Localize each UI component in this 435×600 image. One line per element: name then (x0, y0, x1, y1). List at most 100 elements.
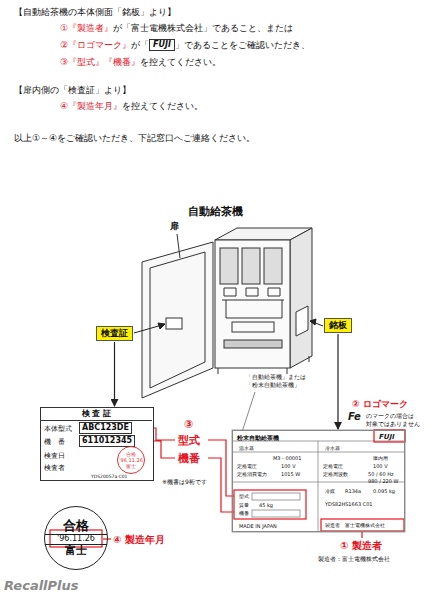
text-line: ①『製造者』が「富士電機株式会社」であること、または (60, 22, 293, 35)
callout-box: 銘板 (324, 318, 352, 333)
text-line: 対象ではありません (366, 420, 420, 429)
field (252, 510, 300, 517)
node-text: 検 査 証 (41, 408, 152, 421)
pass-stamp: 合格'96.11.26富士 (117, 446, 145, 474)
diagram-title: 自動給茶機 (188, 204, 243, 219)
label-text: ④ 製造年月 (113, 534, 165, 545)
node-text: 検査証 (101, 328, 128, 339)
node-text: 定格電圧 (323, 463, 343, 469)
node-text: 50 / 60 Hz (368, 471, 394, 477)
label-text: が「 (131, 40, 149, 50)
node-text: R134a (345, 488, 361, 494)
cup-stage (232, 322, 274, 332)
node-text: 機 番 (44, 437, 65, 447)
label-text: ④『製造年月』 (60, 101, 122, 111)
text-line: ① 製造者 (340, 539, 382, 553)
node-text: 型式 (239, 493, 249, 499)
note-leader (242, 392, 255, 432)
highlight-frame (374, 430, 405, 442)
door (142, 242, 213, 398)
leader-line (208, 440, 234, 512)
node-text: YDS20057a C01 (91, 474, 127, 479)
node-text: 粉末自動給茶機 (237, 434, 279, 443)
node-text: 定格電圧 (237, 463, 257, 469)
highlight-frame (321, 519, 404, 531)
canister (242, 248, 260, 284)
node-text: 611012345 (82, 436, 132, 446)
text-line: 【自動給茶機の本体側面「銘板」より】 (14, 6, 176, 19)
canister (220, 248, 238, 284)
legs (218, 356, 309, 374)
arrowhead (310, 319, 316, 325)
node-text: 製造者 (325, 522, 340, 528)
text-line: 型式 (178, 433, 200, 448)
node-text: 銘板 (329, 320, 347, 331)
node-text: 合格 (126, 451, 136, 457)
label-text: 【自動給茶機の本体側面「銘板」より】 (14, 7, 176, 17)
node-text: 980 / 220 W (368, 478, 398, 484)
node-text: 定格周波数 (323, 471, 348, 477)
door-inner-panel (150, 252, 205, 388)
text-line: ④ 製造年月 (113, 533, 165, 547)
logo-mark: FUJI (149, 39, 175, 51)
node-text: 冷媒 (325, 488, 335, 494)
text-line: ② ロゴマーク (352, 398, 408, 411)
node-text: '96.11.26 (119, 457, 143, 463)
leader-line (361, 532, 362, 538)
label-text: 「自動給茶機」または (246, 373, 306, 380)
text-line: Fe (348, 411, 361, 422)
canister (264, 248, 282, 284)
label-text: 」であることをご確認いただき、 (175, 40, 310, 50)
node-text: MADE IN JAPAN (239, 523, 277, 529)
highlight-frame (234, 490, 306, 519)
node-text: 質量 (239, 502, 249, 508)
node-text: 100 V (281, 463, 296, 469)
leader-line (103, 538, 111, 539)
node-text: 検査日 (44, 451, 65, 461)
door-leader (177, 234, 180, 258)
label-text: ① 製造者 (340, 540, 382, 551)
mixing-bowls (224, 288, 280, 296)
label-text: を控えてください。 (140, 57, 221, 67)
leader-line (153, 428, 175, 458)
text-line: ④『製造年月』を控えてください。 (60, 100, 203, 113)
node-text: 富士 (126, 463, 136, 469)
label-text: 「粉末自動給茶機」 (246, 381, 300, 388)
label-text: 以上①～④をご確認いただき、下記窓口へご連絡ください。 (14, 133, 255, 143)
text-line: ※機番は9桁です (162, 478, 207, 487)
connector-arrow (114, 342, 115, 406)
connector-arrow (337, 334, 338, 429)
label-text: 機番 (178, 452, 200, 465)
node-text: YDS82HS1663 C01 (325, 501, 373, 507)
nameplate-ground (232, 430, 405, 532)
dispense-unit (222, 300, 284, 318)
label-text: 型式 (178, 434, 200, 447)
nameplate-grid (232, 441, 405, 532)
nameplate-on-side (296, 306, 308, 336)
node-text: 冷水器 (325, 445, 340, 451)
node-text: 0.095 kg (373, 488, 395, 494)
callout-arrow (134, 325, 162, 333)
node-text: 合格 (63, 519, 89, 533)
text-line: 機番 (178, 451, 200, 466)
label-text: ②『ロゴマーク』 (60, 40, 131, 50)
label-text: ①『製造者』 (60, 23, 113, 33)
text-line: ③『型式』『機番』を控えてください。 (60, 56, 221, 69)
node-text: 100 V (373, 463, 388, 469)
text-line: ③ (184, 418, 193, 431)
text-line: RecallPlus (4, 578, 79, 593)
cabinet-side (290, 228, 312, 368)
label-text: 扉 (170, 221, 179, 231)
text-line: 製造者：富士電機株式会社 (318, 555, 390, 564)
node-text: FUJI (379, 433, 395, 441)
node-text: 機番 (239, 510, 249, 516)
text-line: ②『ロゴマーク』が「FUJI」であることをご確認いただき、 (60, 39, 310, 52)
text-line: 以上①～④をご確認いただき、下記窓口へご連絡ください。 (14, 132, 255, 145)
cabinet-front (215, 240, 290, 368)
value-box: ABC123DE (79, 422, 132, 434)
field (252, 493, 300, 500)
label-text: ③『型式』『機番』 (60, 57, 140, 67)
inspection-sticker (166, 318, 182, 329)
text-line: のマークの場合は (366, 412, 414, 421)
value-box: 611012345 (79, 435, 135, 447)
